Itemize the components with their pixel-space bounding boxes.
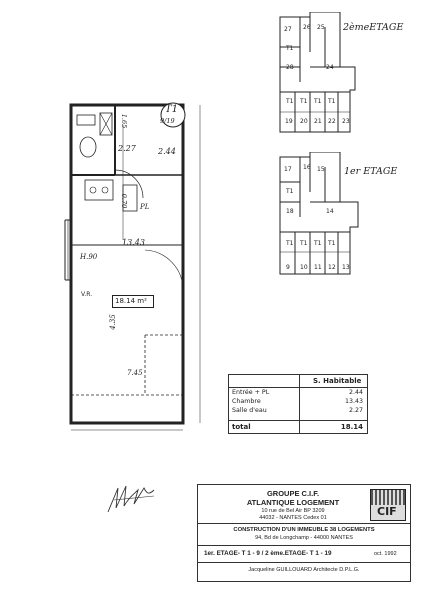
- dim-side: 0.70: [120, 193, 129, 209]
- t1-label: T1: [286, 240, 294, 247]
- row-label: Salle d'eau: [232, 407, 267, 414]
- upper-floor-units: 27 26 25 28 24 19 20 21 22 23 T1 T1 T1 T…: [270, 12, 420, 140]
- unit-marker: 19: [285, 118, 293, 125]
- unit-marker: 18: [286, 208, 294, 215]
- table-row: Chambre 13.43: [229, 397, 367, 406]
- unit-marker: 16: [303, 164, 311, 171]
- dim-width: 7.45: [127, 369, 143, 377]
- t1-label: T1: [286, 98, 294, 105]
- row-value: 2.27: [348, 407, 363, 414]
- unit-levels: 1er. ETAGE- T 1 - 9 / 2 ème.ETAGE- T 1 -…: [204, 550, 332, 557]
- unit-marker: 11: [314, 264, 322, 271]
- logo-text: CIF: [377, 505, 397, 518]
- issue-date: oct. 1992: [374, 551, 397, 557]
- lower-floor-units: 17 16 15 18 14 9 10 11 12 13 T1 T1 T1 T1…: [270, 152, 420, 280]
- t1-label: T1: [328, 240, 336, 247]
- table-row: Entrée + PL 2.44: [229, 388, 367, 397]
- unit-marker: 22: [328, 118, 336, 125]
- t1-label: T1: [328, 98, 336, 105]
- apartment-floor-plan: [64, 102, 201, 431]
- row-label: Chambre: [232, 398, 261, 405]
- pl-label: PL: [140, 203, 150, 211]
- total-value: 18.14: [340, 423, 363, 431]
- company-name: GROUPE C.I.F.: [266, 489, 320, 498]
- total-label: total: [232, 423, 251, 431]
- company-address-2: 44032 - NANTES Cedex 01: [259, 515, 327, 521]
- unit-marker: 13: [342, 264, 350, 271]
- entry-area: 2.44: [158, 147, 176, 156]
- unit-marker: 10: [300, 264, 308, 271]
- upper-floor-keyplan: 2èmeETAGE: [279, 12, 403, 133]
- upper-floor-label: 2èmeETAGE: [342, 22, 403, 33]
- unit-marker: 21: [314, 118, 322, 125]
- unit-marker: 26: [303, 24, 311, 31]
- architect: Jacqueline GUILLOUARD Architecte D.P.L.G…: [248, 567, 360, 573]
- vr-label: V.R.: [81, 291, 93, 298]
- dim-length: 4.35: [108, 314, 117, 330]
- total-area-box: 18.14 m²: [112, 295, 154, 308]
- signature: [107, 485, 155, 513]
- table-row: Salle d'eau 2.27: [229, 406, 367, 415]
- unit-marker: 20: [300, 118, 308, 125]
- row-label: Entrée + PL: [232, 389, 270, 396]
- project-title: CONSTRUCTION D'UN IMMEUBLE 38 LOGEMENTS: [233, 527, 375, 533]
- table-total-row: total 18.14: [229, 420, 367, 433]
- title-block: GROUPE C.I.F. ATLANTIQUE LOGEMENT 10 rue…: [197, 484, 411, 582]
- t1-label: T1: [300, 98, 308, 105]
- unit-marker: 14: [326, 208, 334, 215]
- lower-floor-keyplan: 1er ETAGE: [279, 152, 397, 275]
- t1-label: T1: [314, 98, 322, 105]
- project-address: 94, Bd de Longchamp - 44000 NANTES: [255, 535, 353, 541]
- lower-floor-label: 1er ETAGE: [344, 166, 397, 177]
- window-height: H.90: [80, 253, 98, 261]
- unit-marker: 25: [317, 24, 325, 31]
- unit-tag: T1: [165, 104, 179, 115]
- bath-area: 2.27: [118, 144, 136, 153]
- unit-marker: 28: [286, 64, 294, 71]
- t1-label: T1: [286, 45, 294, 52]
- dim-top: 1.65: [120, 113, 129, 129]
- t1-label: T1: [286, 188, 294, 195]
- row-value: 13.43: [344, 398, 363, 405]
- table-header: S. Habitable: [313, 377, 362, 385]
- company-name-2: ATLANTIQUE LOGEMENT: [246, 498, 340, 507]
- unit-refs: 9/19: [160, 117, 175, 125]
- unit-marker: 9: [286, 264, 290, 271]
- unit-marker: 17: [284, 166, 292, 173]
- unit-marker: 15: [317, 166, 325, 173]
- surface-table: S. Habitable Entrée + PL 2.44 Chambre 13…: [228, 374, 368, 434]
- row-value: 2.44: [348, 389, 363, 396]
- unit-marker: 27: [284, 26, 292, 33]
- t1-label: T1: [300, 240, 308, 247]
- total-area: 18.14 m²: [115, 297, 147, 305]
- logo: CIF: [370, 489, 406, 521]
- company-address: 10 rue de Bel Air BP 3209: [261, 508, 325, 514]
- unit-marker: 23: [342, 118, 350, 125]
- unit-marker: 12: [328, 264, 336, 271]
- unit-marker: 24: [326, 64, 334, 71]
- room-area: 13.43: [122, 238, 145, 247]
- t1-label: T1: [314, 240, 322, 247]
